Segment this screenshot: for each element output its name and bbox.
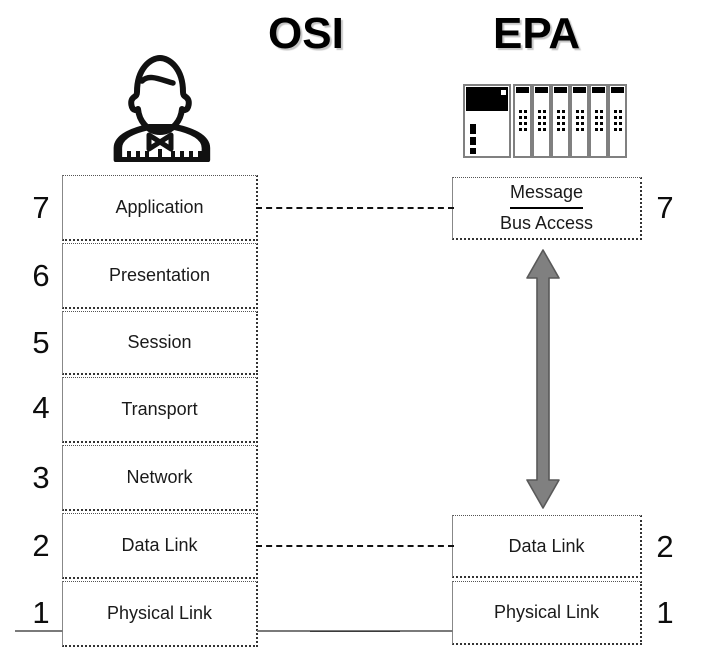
osi-layer-presentation[interactable]: Presentation bbox=[62, 243, 258, 309]
epa-layer-message-label: Message bbox=[509, 182, 584, 202]
osi-layer-application-label: Application bbox=[115, 197, 204, 217]
osi-layer-number-6: 6 bbox=[32, 258, 50, 293]
epa-layer-data-link-label: Data Link bbox=[508, 535, 585, 556]
connector-data-link-to-data-link bbox=[256, 545, 454, 547]
user-person-icon bbox=[99, 52, 221, 163]
connector-physical-link-center-segment bbox=[310, 631, 400, 632]
osi-layer-network-label: Network bbox=[126, 467, 193, 487]
osi-layer-number-7: 7 bbox=[32, 190, 50, 225]
osi-title: OSI bbox=[268, 9, 344, 58]
plc-rack-icon bbox=[463, 84, 628, 159]
bus-access-double-arrow bbox=[524, 248, 562, 510]
osi-layer-number-3: 3 bbox=[32, 460, 50, 495]
osi-layer-data-link-label: Data Link bbox=[121, 535, 198, 555]
epa-title: EPA bbox=[493, 9, 581, 58]
osi-layer-physical-link-label: Physical Link bbox=[106, 603, 213, 623]
epa-layer-bus-access[interactable]: Bus Access bbox=[500, 209, 593, 238]
connector-application-to-message bbox=[256, 207, 454, 209]
osi-layer-number-4: 4 bbox=[32, 390, 50, 425]
osi-layer-physical-link[interactable]: Physical Link bbox=[62, 581, 258, 647]
osi-layer-transport-label: Transport bbox=[121, 399, 198, 419]
osi-layer-number-2: 2 bbox=[32, 528, 50, 563]
epa-layer-physical-link-label: Physical Link bbox=[493, 602, 600, 622]
osi-layer-presentation-label: Presentation bbox=[108, 265, 211, 285]
osi-layer-data-link[interactable]: Data Link bbox=[62, 513, 258, 579]
epa-layer-message[interactable]: Message bbox=[509, 178, 584, 209]
osi-layer-transport[interactable]: Transport bbox=[62, 377, 258, 443]
osi-layer-network[interactable]: Network bbox=[62, 445, 258, 511]
epa-layer-data-link[interactable]: Data Link bbox=[452, 515, 642, 578]
epa-layer-number-7: 7 bbox=[656, 190, 674, 225]
epa-layer-physical-link[interactable]: Physical Link bbox=[452, 581, 642, 645]
epa-layer-bus-access-label: Bus Access bbox=[499, 213, 594, 233]
epa-layer-number-1: 1 bbox=[656, 595, 674, 630]
osi-layer-session-label: Session bbox=[127, 332, 192, 352]
epa-layer-message-bus-access[interactable]: Message Bus Access bbox=[452, 177, 642, 240]
epa-layer-number-2: 2 bbox=[656, 529, 674, 564]
osi-physical-link-left-stub bbox=[15, 630, 63, 632]
osi-layer-application[interactable]: Application bbox=[62, 175, 258, 241]
osi-layer-number-1: 1 bbox=[32, 595, 50, 630]
osi-layer-number-5: 5 bbox=[32, 325, 50, 360]
osi-layer-session[interactable]: Session bbox=[62, 311, 258, 375]
